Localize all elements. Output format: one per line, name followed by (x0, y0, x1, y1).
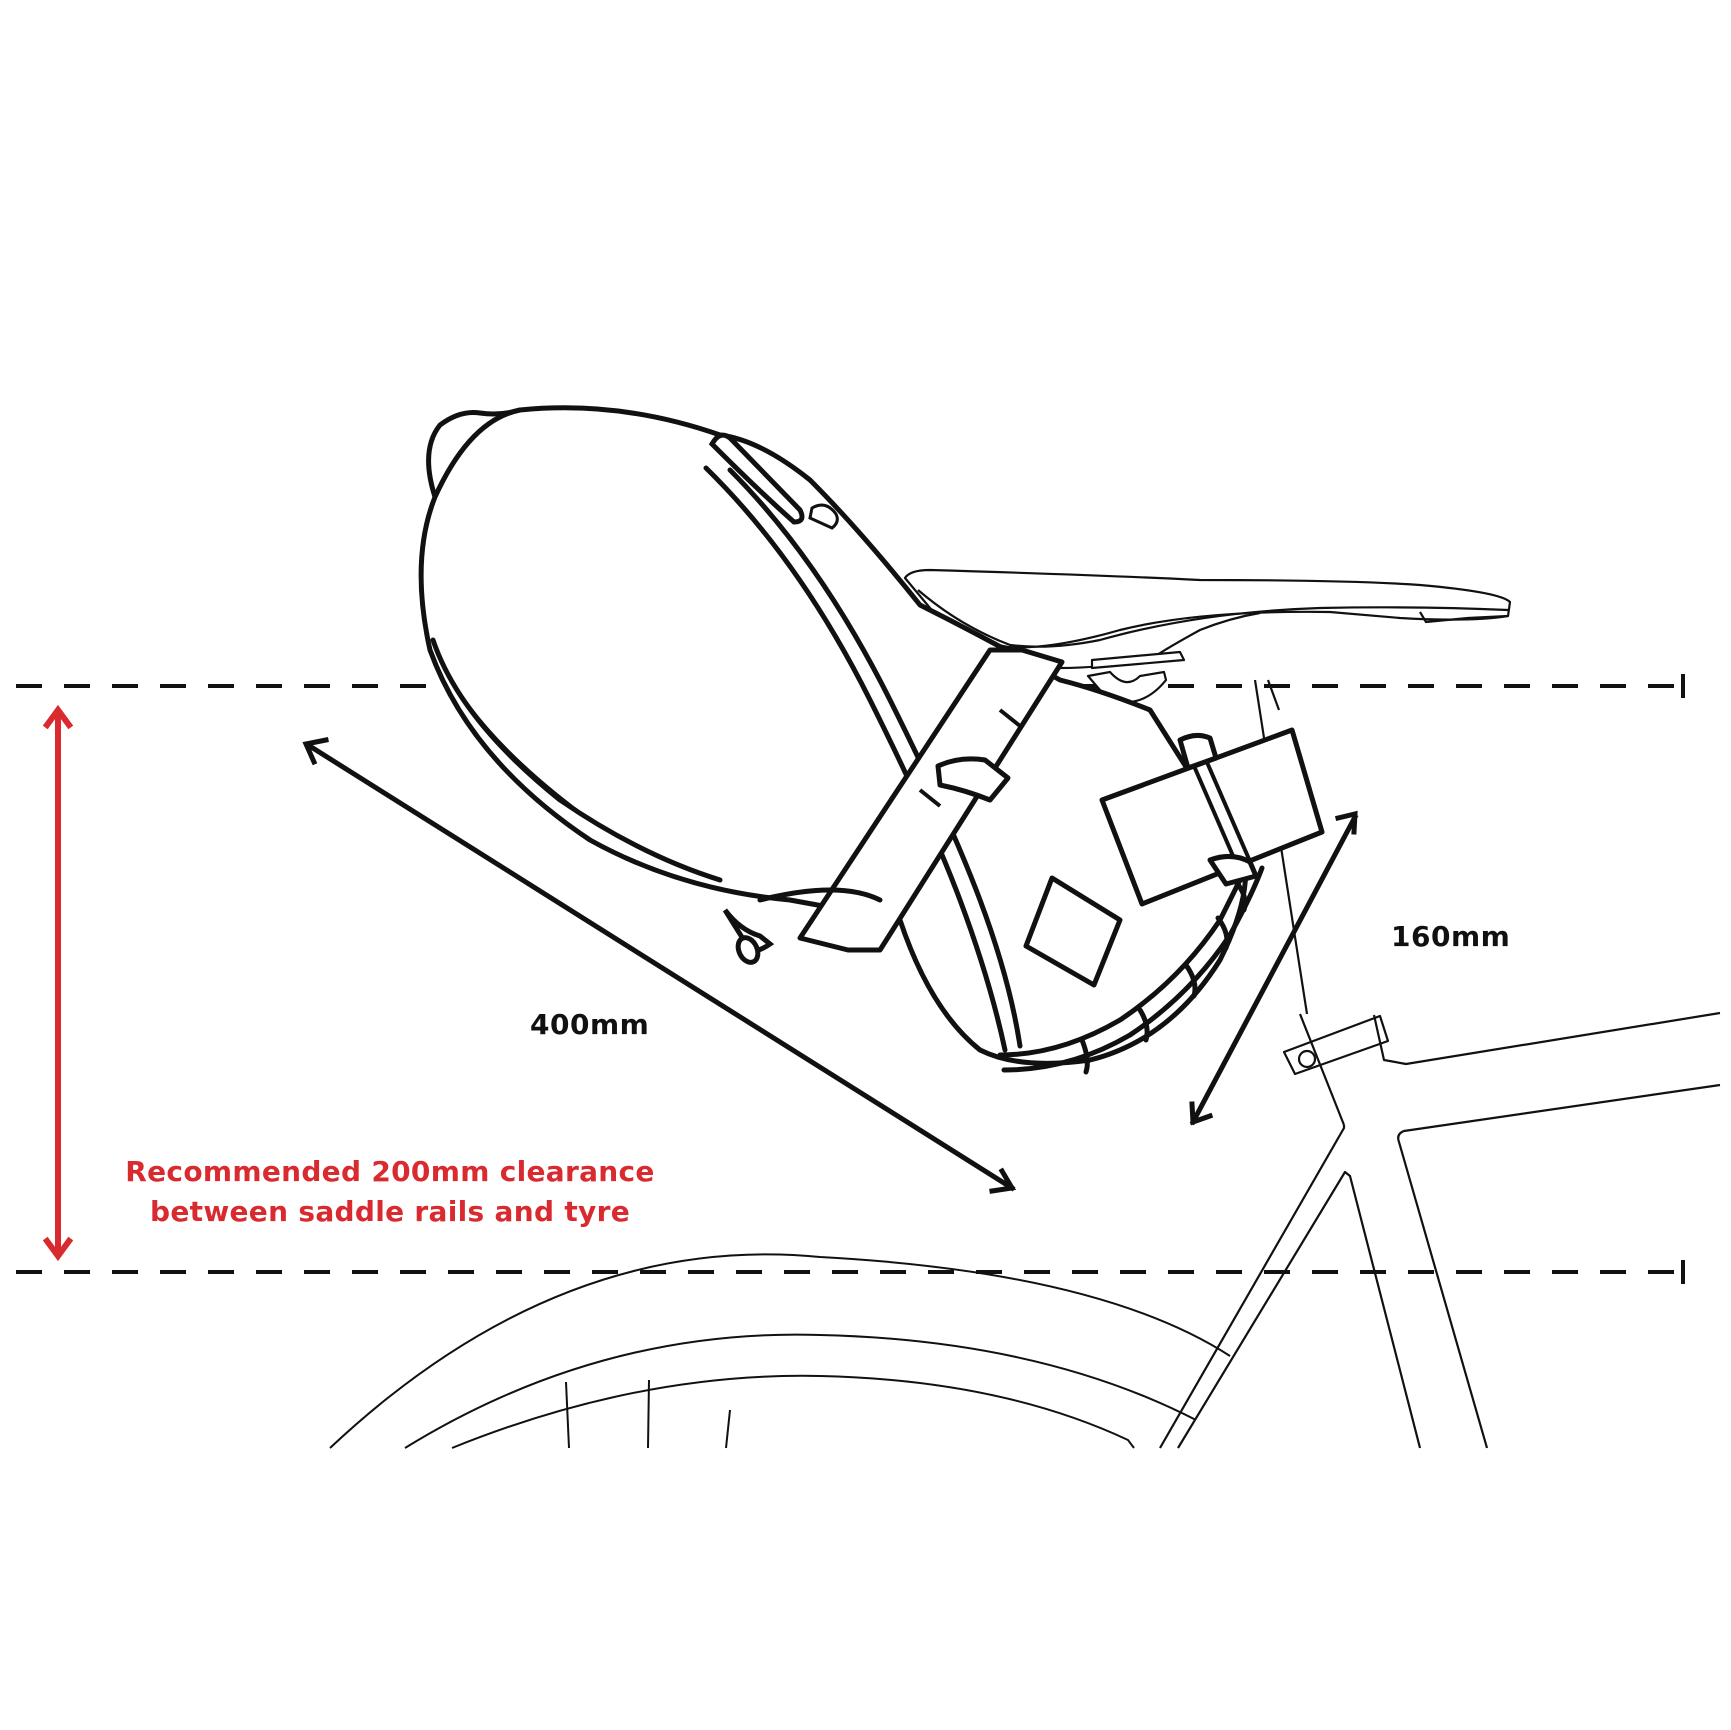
seatpost-harness (1099, 727, 1325, 907)
saddle-bag (418, 405, 1249, 1066)
diameter-arrow (1189, 810, 1359, 1126)
clearance-note: Recommended 200mm clearance between sadd… (100, 1152, 680, 1232)
diameter-dimension-label: 160mm (1391, 920, 1511, 953)
length-dimension-label: 400mm (530, 1008, 650, 1041)
clearance-note-line-1: Recommended 200mm clearance (125, 1155, 655, 1188)
logo-patch (1023, 875, 1123, 988)
clearance-note-line-2: between saddle rails and tyre (150, 1195, 630, 1228)
bungee-cord (722, 857, 1265, 1075)
clearance-arrow (42, 704, 74, 1262)
tyre-guide-line (16, 1260, 1685, 1284)
length-arrow (302, 737, 1017, 1194)
rear-wheel (329, 1253, 1231, 1449)
buckle-strap (797, 647, 1065, 953)
